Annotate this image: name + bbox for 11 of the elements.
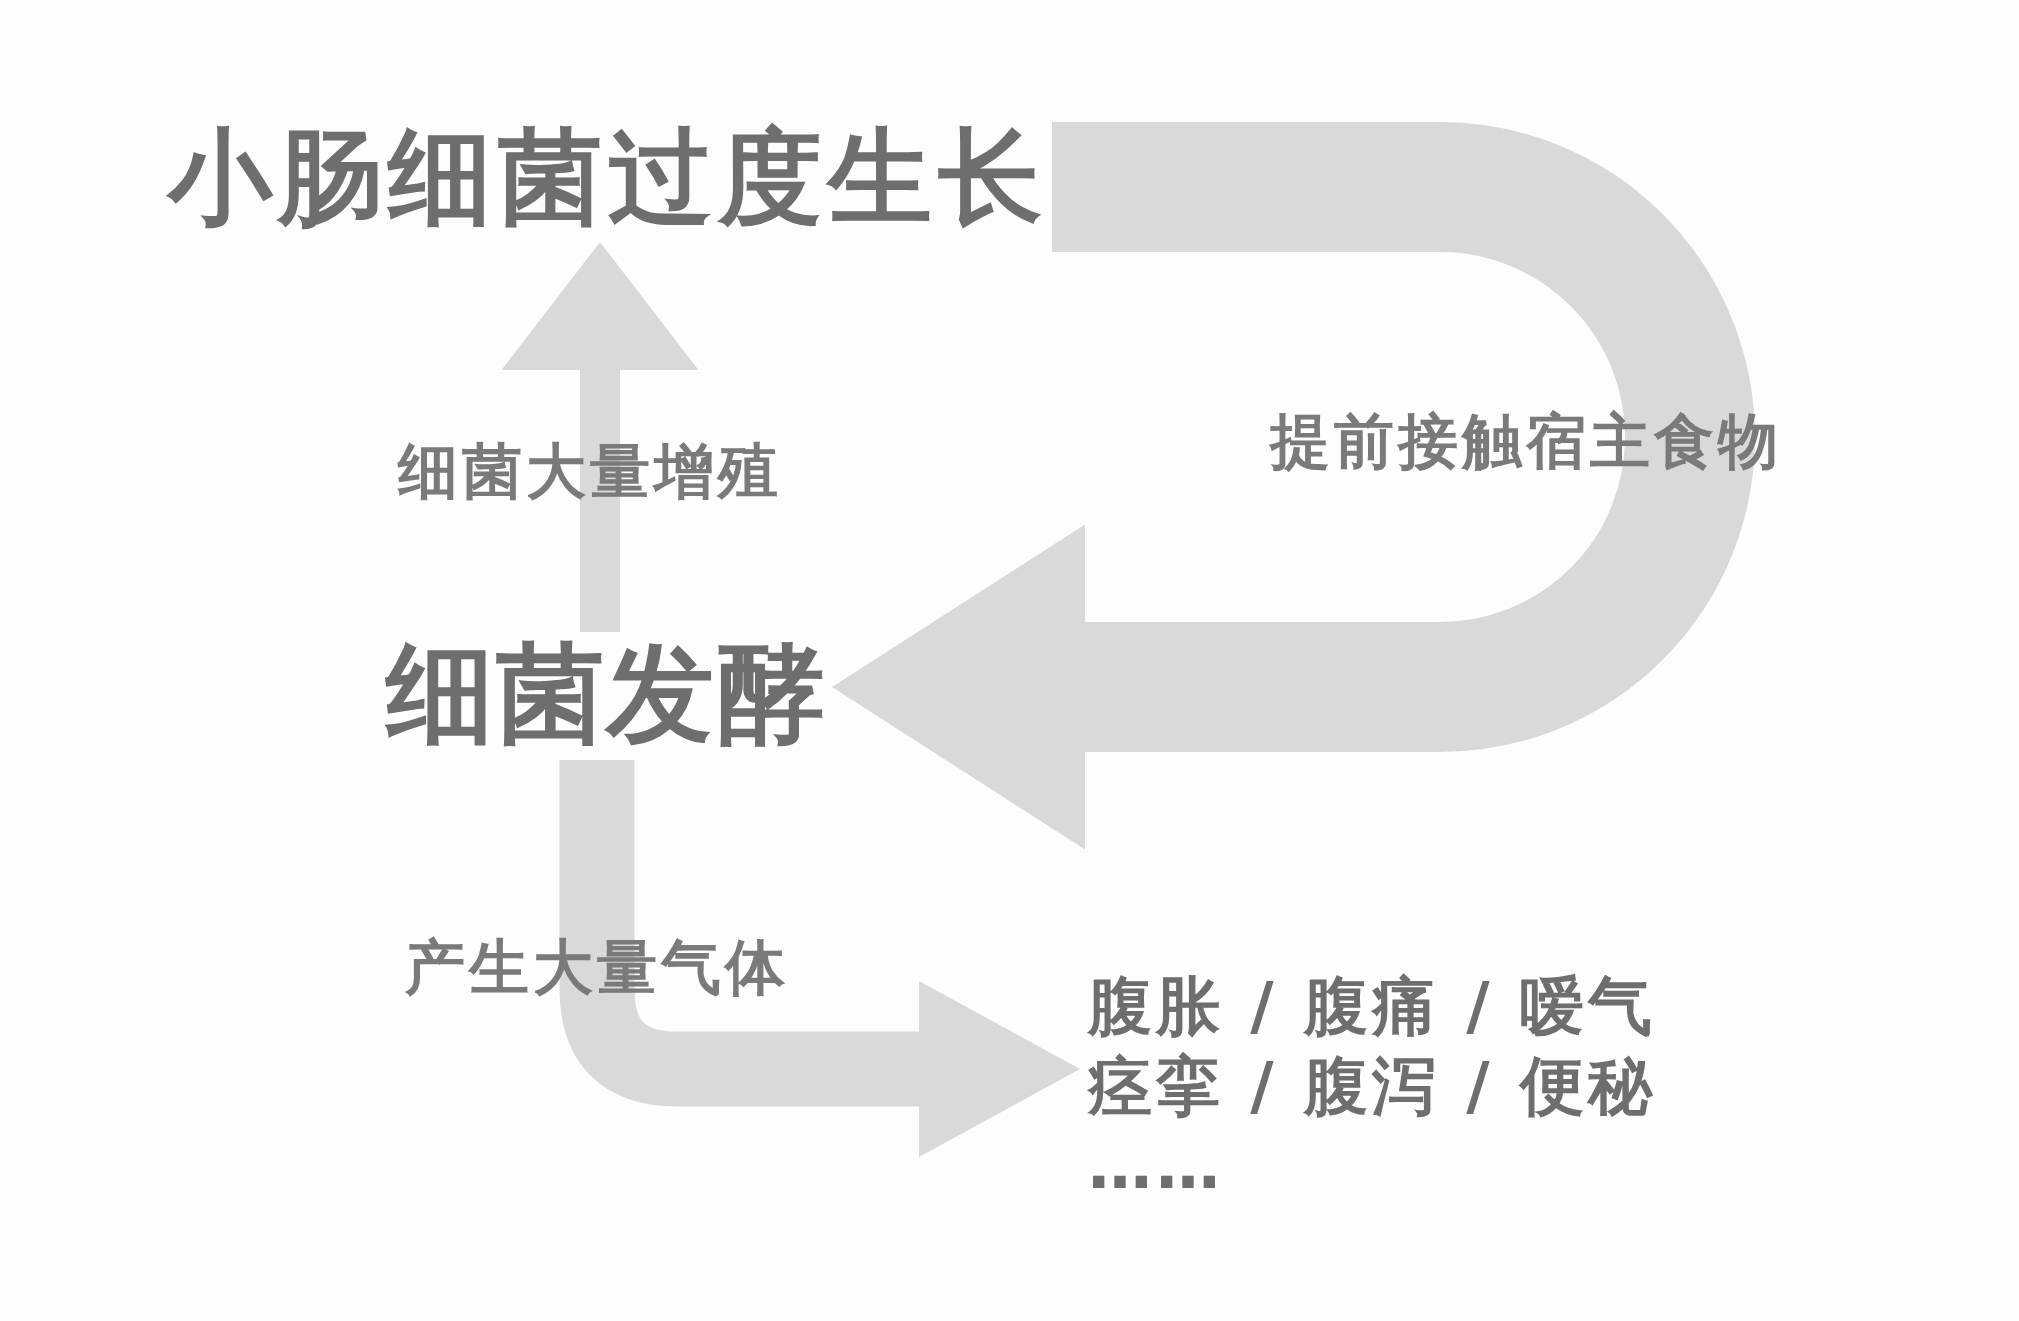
stage-text: 细菌发酵	[386, 632, 826, 756]
symptom-text: 痉挛 / 腹泻 / 便秘	[1088, 1048, 1656, 1125]
edge-label: 产生大量气体	[405, 931, 789, 1004]
edge-label: 提前接触宿主食物	[1270, 405, 1782, 478]
symptom-text: ……	[1088, 1128, 1225, 1205]
symptom-text: 腹胀 / 腹痛 / 嗳气	[1088, 968, 1656, 1045]
arrow	[832, 122, 1755, 850]
edge-label: 细菌大量增殖	[398, 435, 782, 508]
title-text: 小肠细菌过度生长	[168, 115, 1048, 240]
arrow	[559, 760, 1080, 1157]
arrow	[501, 242, 699, 632]
